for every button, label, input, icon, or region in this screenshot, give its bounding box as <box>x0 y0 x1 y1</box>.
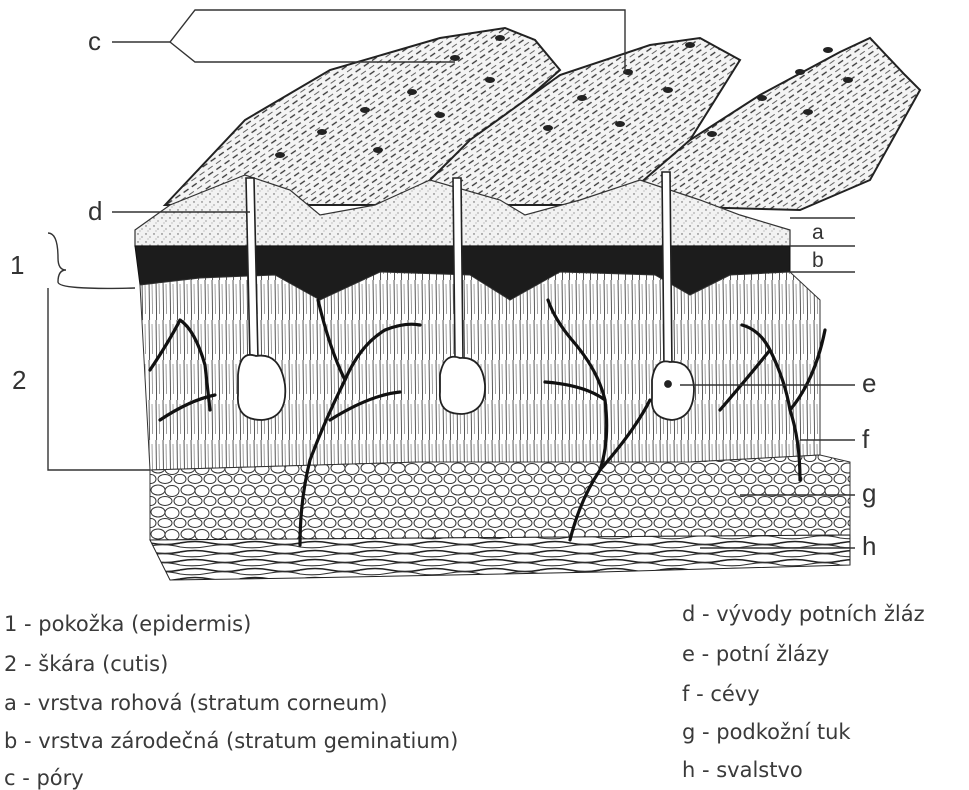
label-c: c <box>88 28 101 54</box>
label-e: e <box>862 370 876 396</box>
skin-ridges <box>165 28 920 210</box>
legend-item-a: a - vrstva rohová (stratum corneum) <box>4 693 388 714</box>
legend-item-2: 2 - škára (cutis) <box>4 654 168 675</box>
legend-item-e: e - potní žlázy <box>682 644 829 665</box>
subcutaneous-fat-layer <box>150 455 850 540</box>
label-a: a <box>812 222 824 243</box>
skin-cross-section-diagram <box>0 0 969 600</box>
label-g: g <box>862 480 876 506</box>
legend-item-h: h - svalstvo <box>682 760 803 781</box>
legend-item-f: f - cévy <box>682 684 760 705</box>
label-b: b <box>812 250 824 271</box>
label-1: 1 <box>10 252 24 278</box>
legend-item-d: d - vývody potních žláz <box>682 604 925 625</box>
legend-item-1: 1 - pokožka (epidermis) <box>4 614 251 635</box>
label-d: d <box>88 198 102 224</box>
legend-item-g: g - podkožní tuk <box>682 722 851 743</box>
label-h: h <box>862 533 876 559</box>
legend-item-b: b - vrstva zárodečná (stratum geminatium… <box>4 731 458 752</box>
muscle-layer <box>150 535 850 580</box>
label-2: 2 <box>12 367 26 393</box>
label-f: f <box>862 426 869 452</box>
legend-item-c: c - póry <box>4 768 84 789</box>
